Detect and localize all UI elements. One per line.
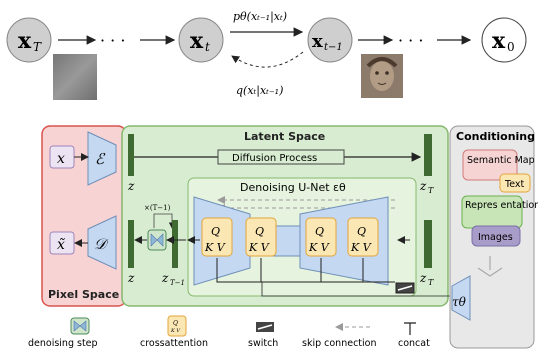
node-x-0-sub: 0 bbox=[507, 40, 515, 54]
latent-space-title: Latent Space bbox=[244, 130, 325, 143]
encoder-label: ℰ bbox=[95, 150, 106, 168]
images-chip bbox=[471, 225, 521, 247]
legend: denoising step Q K V crossattention swit… bbox=[28, 315, 430, 349]
repeat-label: ×(T−1) bbox=[144, 204, 171, 212]
ellipsis-1: · · · bbox=[100, 31, 125, 50]
decoder-label: 𝒟 bbox=[94, 235, 109, 253]
z-T-1-bar bbox=[172, 220, 178, 268]
legend-skip-connection: skip connection bbox=[302, 338, 376, 349]
svg-text:Q: Q bbox=[211, 225, 220, 238]
input-x-label: x bbox=[57, 151, 65, 167]
z-T-bar-top bbox=[424, 134, 432, 176]
legend-concat: concat bbox=[398, 338, 430, 349]
images-label: Images bbox=[478, 232, 513, 243]
z-T-bar-bottom bbox=[424, 220, 432, 268]
node-x-T-sub: T bbox=[33, 40, 42, 54]
svg-text:K V: K V bbox=[204, 241, 226, 254]
z-label-top: z bbox=[127, 179, 135, 193]
z-bar-top bbox=[128, 134, 134, 176]
legend-concat-icon bbox=[404, 322, 416, 335]
semantic-map-label: Semantic Map bbox=[467, 155, 535, 166]
semantic-map-chip bbox=[462, 149, 518, 181]
svg-text:z: z bbox=[161, 271, 169, 285]
z-label-bottom: z bbox=[127, 271, 135, 285]
node-x-t bbox=[178, 17, 224, 63]
forward-arrow bbox=[231, 51, 304, 68]
tau-encoder bbox=[451, 275, 471, 321]
pixel-space-title: Pixel Space bbox=[48, 288, 119, 301]
legend-switch: switch bbox=[248, 338, 278, 349]
svg-text:K V: K V bbox=[350, 241, 372, 254]
diffusion-process-box bbox=[217, 149, 345, 165]
node-x-t-sub: t bbox=[205, 40, 210, 54]
legend-crossattention-icon bbox=[167, 315, 187, 337]
z-bar-bottom bbox=[128, 220, 134, 268]
node-x-0 bbox=[481, 17, 527, 63]
node-x-t1-label: x bbox=[312, 31, 323, 52]
conditioning-title: Conditioning bbox=[456, 130, 535, 143]
crossattention-block-2: Q K V bbox=[245, 217, 277, 257]
z-T-label-top: z bbox=[419, 179, 427, 193]
svg-text:K V: K V bbox=[170, 328, 181, 334]
diffusion-process-label: Diffusion Process bbox=[232, 153, 317, 164]
svg-text:T: T bbox=[428, 278, 434, 287]
output-x-tilde-label: x̃ bbox=[57, 237, 65, 253]
latent-space-panel: Latent Space z z Diffusion Process z T D… bbox=[121, 125, 464, 307]
text-chip bbox=[499, 173, 531, 193]
svg-text:T: T bbox=[428, 186, 434, 195]
ellipsis-2: · · · bbox=[398, 31, 423, 50]
text-label: Text bbox=[504, 179, 524, 190]
svg-text:Q: Q bbox=[315, 225, 324, 238]
p-theta-label: pθ(xₜ₋₁|xₜ) bbox=[233, 10, 287, 24]
node-x-t1-sub: t−1 bbox=[324, 42, 343, 53]
svg-text:T−1: T−1 bbox=[170, 279, 185, 287]
unet-title: Denoising U-Net εθ bbox=[240, 181, 346, 194]
conditioning-panel: Conditioning Semantic Map Text Repres en… bbox=[449, 125, 538, 349]
representations-label: Repres entations bbox=[465, 200, 538, 211]
noise-image bbox=[53, 54, 97, 100]
svg-text:Q: Q bbox=[255, 225, 264, 238]
pixel-space-panel: Pixel Space x x̃ ℰ 𝒟 bbox=[41, 125, 127, 307]
svg-text:K V: K V bbox=[248, 241, 270, 254]
q-label: q(xₜ|xₜ₋₁) bbox=[236, 84, 283, 98]
crossattention-block-3: Q K V bbox=[305, 217, 337, 257]
crossattention-block-1: Q K V bbox=[201, 217, 233, 257]
node-x-0-label: x bbox=[492, 28, 506, 54]
node-x-T bbox=[6, 17, 52, 63]
svg-text:K V: K V bbox=[308, 241, 330, 254]
tau-label: τθ bbox=[452, 295, 467, 309]
diffusion-chain: x T · · · x t pθ(xₜ₋₁|xₜ) q(xₜ|xₜ₋₁) x t… bbox=[6, 10, 527, 100]
svg-text:z: z bbox=[419, 271, 427, 285]
svg-text:Q: Q bbox=[357, 225, 366, 238]
crossattention-block-4: Q K V bbox=[347, 217, 379, 257]
node-x-T-label: x bbox=[18, 28, 32, 54]
node-x-t-minus-1 bbox=[307, 17, 353, 63]
decoder-block bbox=[87, 215, 117, 270]
legend-crossattention: crossattention bbox=[140, 338, 208, 349]
legend-denoising-step: denoising step bbox=[28, 338, 98, 349]
encoder-block bbox=[87, 131, 117, 186]
svg-text:Q: Q bbox=[173, 320, 178, 327]
node-x-t-label: x bbox=[190, 28, 204, 54]
